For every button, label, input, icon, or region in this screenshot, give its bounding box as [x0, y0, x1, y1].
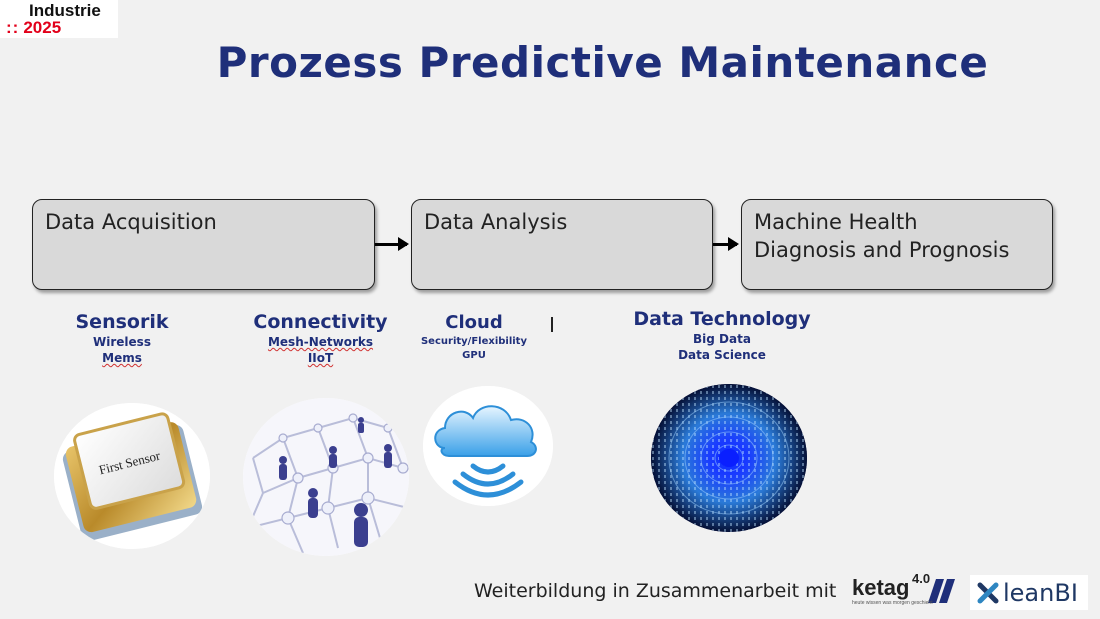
category-title: Cloud — [445, 312, 503, 333]
category-cloud: Cloud Security/Flexibility GPU — [414, 311, 534, 363]
flow-arrow — [713, 237, 739, 251]
ketag-version: 4.0 — [912, 571, 931, 586]
category-title: Data Technology — [633, 308, 811, 330]
network-people-image — [243, 398, 409, 556]
category-title: Connectivity — [253, 311, 388, 333]
stage-label-line1: Machine Health — [754, 210, 918, 234]
footer-text: Weiterbildung in Zusammenarbeit mit — [474, 580, 837, 602]
cloud-wireless-image — [423, 386, 553, 506]
logo-line1: Industrie — [29, 1, 101, 20]
stage-data-acquisition: Data Acquisition — [32, 199, 375, 290]
leanbi-word: leanBI — [1003, 578, 1078, 607]
logo-line2: 2025 — [23, 18, 62, 37]
category-item: Mesh-Networks — [267, 335, 374, 349]
stage-label: Data Acquisition — [45, 210, 217, 234]
page-title: Prozess Predictive Maintenance — [216, 38, 989, 87]
category-item: GPU — [462, 350, 486, 361]
ketag-stripes-icon — [928, 579, 955, 603]
category-connectivity: Connectivity Mesh-Networks IIoT — [248, 310, 393, 366]
flow-arrow — [375, 237, 409, 251]
category-item: Big Data — [693, 332, 751, 346]
stage-label-line2: Diagnosis and Prognosis — [754, 238, 1010, 262]
data-tunnel-image — [651, 384, 807, 532]
category-item: Mems — [102, 351, 142, 365]
ketag-word: ketag — [852, 575, 910, 600]
industrie-2025-logo: Industrie ::2025 — [0, 0, 118, 38]
sensor-chip-image: First Sensor — [54, 403, 210, 549]
category-item: Wireless — [93, 335, 151, 349]
ketag-logo: ketag 4.0 heute wissen was morgen geschi… — [852, 571, 962, 611]
stage-data-analysis: Data Analysis — [411, 199, 713, 290]
stage-machine-health: Machine Health Diagnosis and Prognosis — [741, 199, 1053, 290]
category-item: Security/Flexibility — [420, 336, 527, 347]
category-data-technology: Data Technology Big Data Data Science — [622, 307, 822, 363]
text-cursor-mark — [551, 317, 553, 332]
ketag-slogan: heute wissen was morgen geschieht — [852, 600, 933, 606]
leanbi-x-icon — [977, 582, 999, 603]
category-item: IIoT — [307, 351, 334, 365]
category-sensorik: Sensorik Wireless Mems — [62, 310, 182, 366]
leanbi-logo: leanBI — [970, 575, 1088, 610]
stage-label: Data Analysis — [424, 210, 568, 234]
category-item: Data Science — [678, 348, 766, 362]
logo-dots: :: — [6, 18, 20, 37]
category-title: Sensorik — [75, 311, 169, 333]
